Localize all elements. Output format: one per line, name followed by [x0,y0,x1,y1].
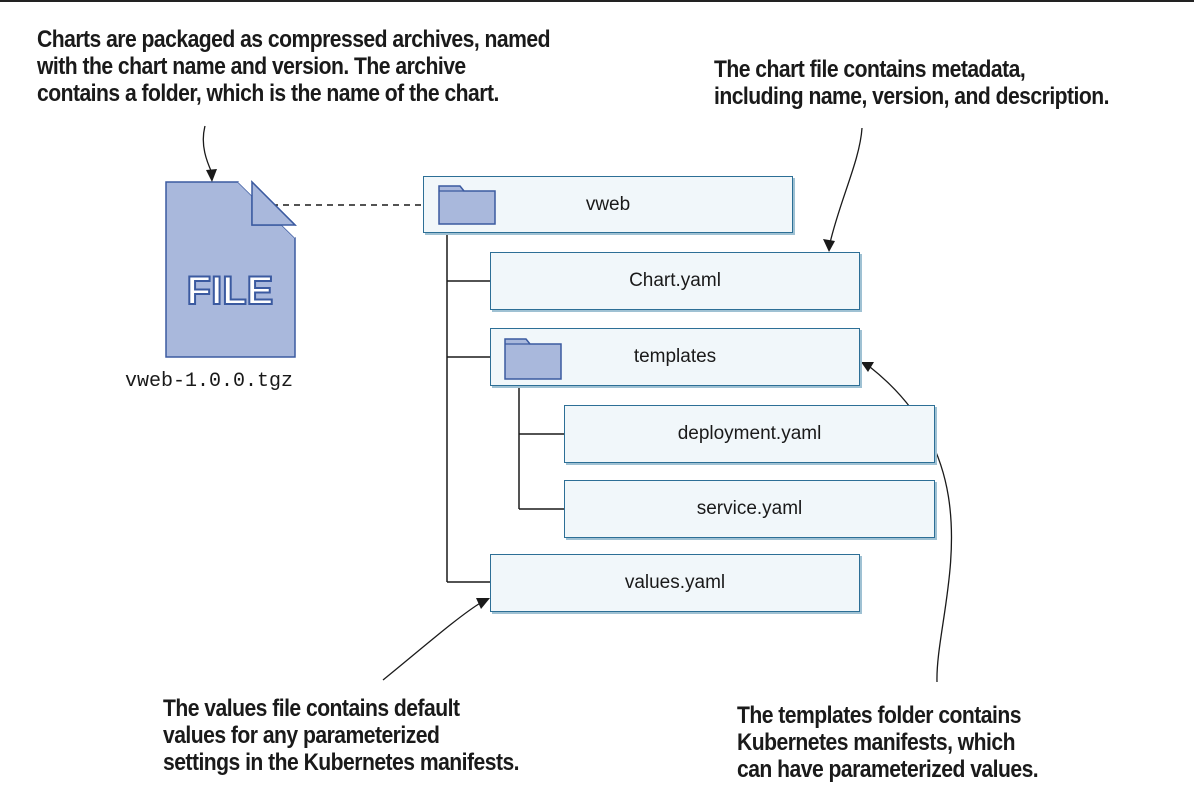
callout-line: settings in the Kubernetes manifests. [163,749,520,776]
service-yaml-node[interactable]: service.yaml [564,480,935,538]
callout-line: The values file contains default [163,695,460,722]
callout-line: can have parameterized values. [737,756,1039,783]
callout-line: with the chart name and version. The arc… [37,53,466,80]
templates-folder-label: templates [633,346,717,367]
top-rule [0,0,1194,2]
file-icon-label: FILE [186,268,275,310]
callout-line: Kubernetes manifests, which [737,729,1016,756]
archive-filename: vweb-1.0.0.tgz [125,370,294,393]
tree-lines [446,232,564,583]
folder-icon [438,185,496,225]
callout-line: contains a folder, which is the name of … [37,80,499,107]
folder-icon [504,338,562,380]
svg-text:FILE: FILE [187,269,274,310]
chart-yaml-label: Chart.yaml [629,270,721,291]
callout-line: The templates folder contains [737,702,1021,729]
file-icon [165,180,297,358]
chart-file-callout: The chart file contains metadata, includ… [714,56,1109,110]
templates-folder-callout: The templates folder contains Kubernetes… [737,702,1039,783]
values-file-callout: The values file contains default values … [163,695,520,776]
arrow-heads [206,169,874,609]
deployment-yaml-node[interactable]: deployment.yaml [564,405,935,463]
callout-line: The chart file contains metadata, [714,56,1026,83]
callout-line: including name, version, and description… [714,83,1109,110]
chart-yaml-node[interactable]: Chart.yaml [490,252,860,310]
callout-line: Charts are packaged as compressed archiv… [37,26,550,53]
archive-callout: Charts are packaged as compressed archiv… [37,26,550,107]
values-yaml-node[interactable]: values.yaml [490,554,860,612]
callout-line: values for any parameterized [163,722,440,749]
deployment-yaml-label: deployment.yaml [677,423,822,444]
service-yaml-label: service.yaml [696,498,803,519]
values-yaml-label: values.yaml [624,572,726,593]
root-folder-label: vweb [585,193,631,215]
